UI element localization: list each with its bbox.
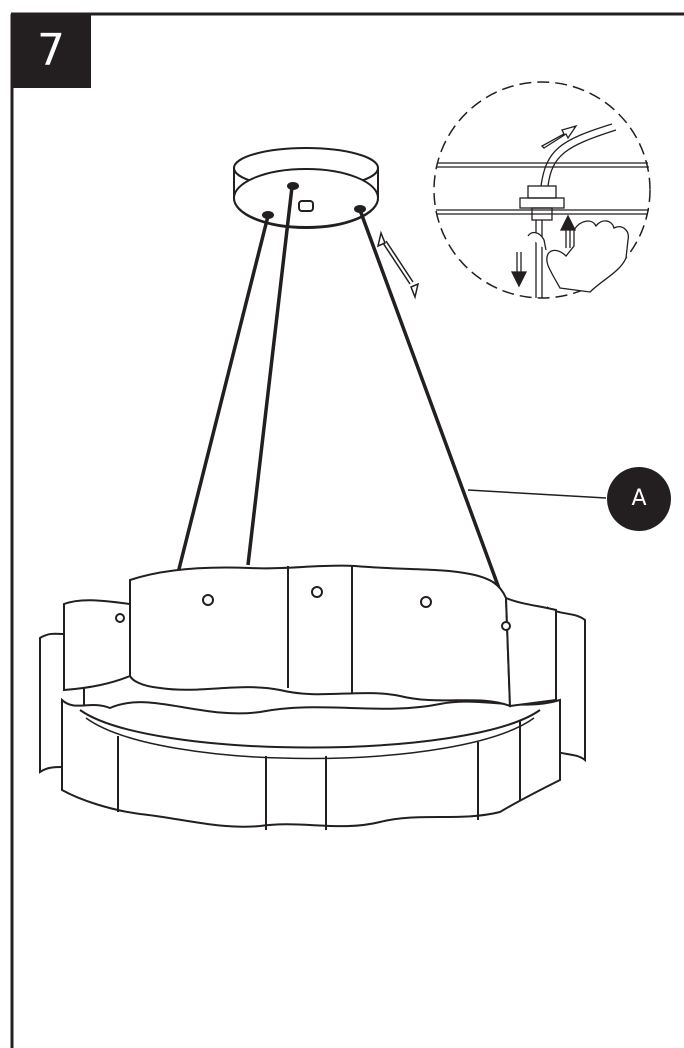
step-number-badge: 7 [11,14,91,88]
insert-arrow-icon [540,124,578,149]
up-arrow-icon [559,214,577,248]
callout-a-circle [607,467,671,531]
suspension-cables [175,186,506,603]
ceiling-canopy [233,147,379,229]
hand-icon [527,220,629,293]
down-arrow-icon [510,252,528,288]
callout-a-label: A [631,486,647,511]
page-border [10,12,684,1048]
chandelier-ring [39,564,586,830]
double-arrow-icon [376,230,420,300]
callout-leader [467,489,607,499]
wiring-detail-inset [433,81,651,299]
